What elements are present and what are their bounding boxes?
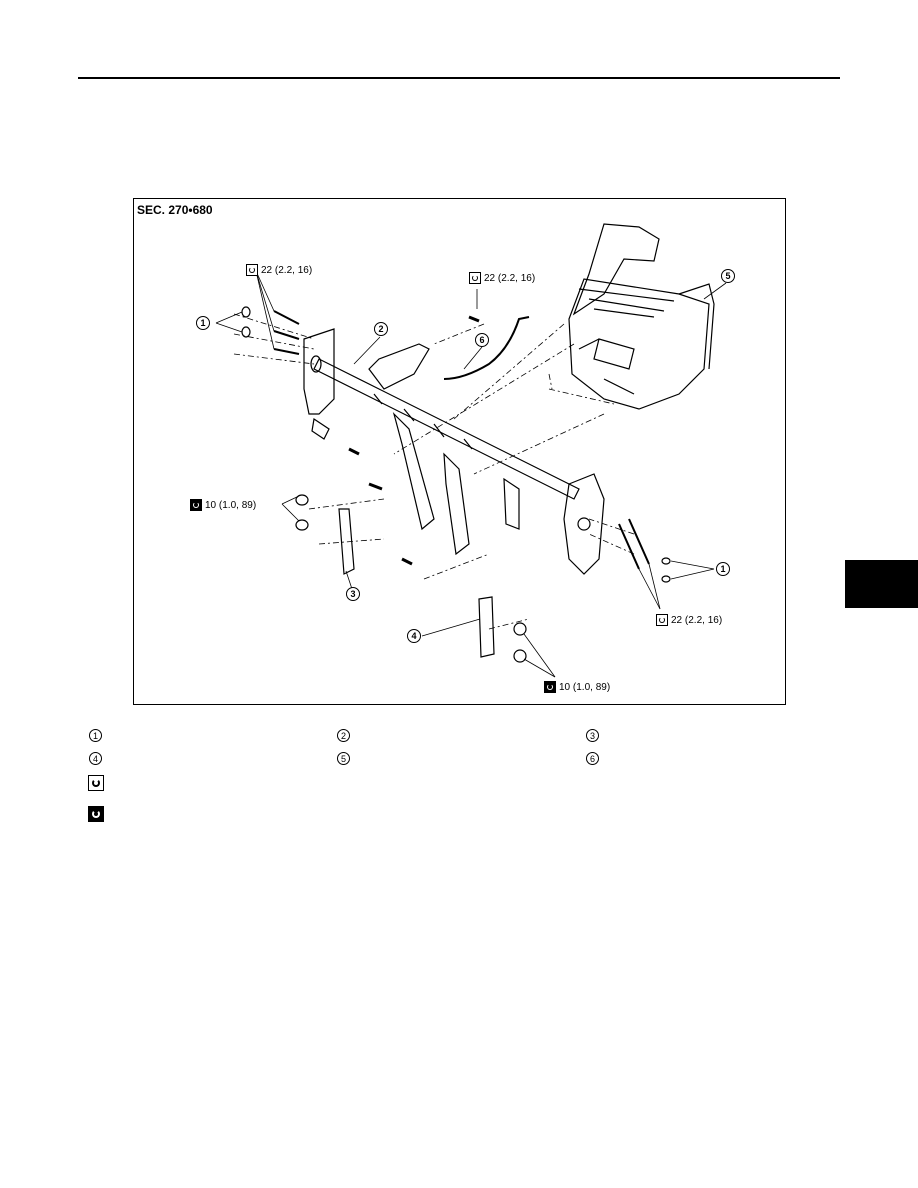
exploded-view-figure: SEC. 270•680 22 (2.2, 16) 22 (2.2, 16) 1… [133,198,786,705]
torque-wrench-icon [88,775,104,791]
section-label: SEC. 270•680 [137,203,213,217]
torque-wrench-icon [246,264,258,276]
torque-value: 22 (2.2, 16) [671,614,723,626]
legend-number: 5 [337,752,350,765]
hvac-top-outlet [572,223,660,316]
part-number-marker: 5 [721,269,735,283]
clip-1d [661,575,671,583]
torque-value: 22 (2.2, 16) [484,272,536,284]
legend-number: 2 [337,729,350,742]
part-number-marker: 4 [407,629,421,643]
torque-callout: 22 (2.2, 16) [656,614,722,626]
washer-a [295,494,309,506]
washer-b [295,519,309,531]
left-side-bracket [303,328,335,415]
torque-wrench-filled-icon [88,806,104,822]
torque-value: 10 (1.0, 89) [559,681,611,693]
torque-wrench-filled-icon [544,681,556,693]
hvac-unit-body [568,278,710,410]
clip-1c [661,557,671,565]
steering-member-drawing [215,223,727,678]
legend-number: 4 [89,752,102,765]
bolts-right [618,518,650,570]
legend-item: 4 [89,752,102,765]
bracket-part-4 [478,596,495,658]
torque-wrench-icon [656,614,668,626]
part-number-marker: 1 [196,316,210,330]
steering-member-tube [313,358,580,500]
torque-callout: 22 (2.2, 16) [469,272,535,284]
torque-value: 10 (1.0, 89) [205,499,257,511]
torque-wrench-icon [469,272,481,284]
nut-b [513,649,527,663]
torque-value: 22 (2.2, 16) [261,264,313,276]
clip-1b [241,326,251,338]
legend-number: 3 [586,729,599,742]
right-side-bracket [563,473,605,575]
section-tab [845,560,918,608]
legend-item: 2 [337,729,350,742]
legend-item: 1 [89,729,102,742]
legend-item: 3 [586,729,599,742]
nut-a [513,622,527,636]
pipe-part-6 [443,316,530,380]
center-bracket-b [443,452,470,556]
center-bracket-a [392,411,435,531]
header-rule [78,77,840,79]
bracket-part-3 [338,508,355,575]
bolts-left [273,310,300,355]
clip-1a [241,306,251,318]
legend-number: 6 [586,752,599,765]
legend-number: 1 [89,729,102,742]
part-number-marker: 6 [475,333,489,347]
part-number-marker: 1 [716,562,730,576]
legend-item: 6 [586,752,599,765]
part-number-marker: 2 [374,322,388,336]
torque-callout: 10 (1.0, 89) [544,681,610,693]
torque-wrench-filled-icon [190,499,202,511]
legend-item: 5 [337,752,350,765]
torque-callout: 10 (1.0, 89) [190,499,256,511]
part-number-marker: 3 [346,587,360,601]
torque-callout: 22 (2.2, 16) [246,264,312,276]
